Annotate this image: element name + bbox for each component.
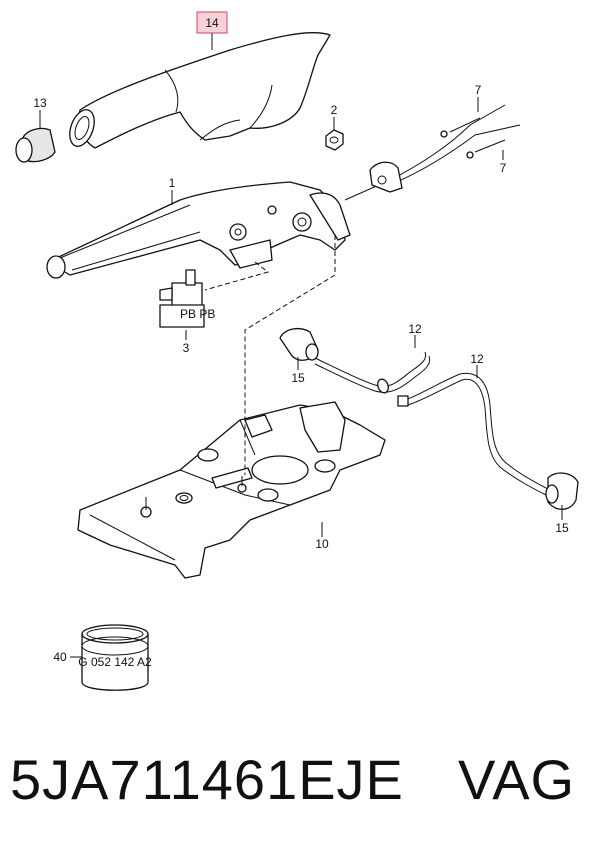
brand-text: VAG [458, 748, 576, 811]
callout-13: 13 [33, 96, 47, 110]
part-40-ring: G 052 142 A2 [78, 624, 152, 691]
callout-7-top: 7 [475, 83, 482, 97]
callout-15-right: 15 [555, 521, 569, 535]
callout-3: 3 [183, 341, 190, 355]
assembly-dashed-lines [204, 235, 336, 475]
switch-label-text: PB PB [180, 307, 215, 321]
part-2-nut [325, 129, 344, 151]
leader-lines [39, 33, 563, 658]
part-10-mounting-bracket [77, 401, 386, 579]
callout-12-right: 12 [470, 352, 484, 366]
callout-40: 40 [53, 650, 67, 664]
footer: 5JA711461EJE VAG [0, 735, 600, 825]
part-12-cable-left [314, 351, 431, 394]
part-13-end-cap [15, 127, 56, 163]
part-15-grommet-left [279, 327, 319, 361]
ring-label-text: G 052 142 A2 [78, 655, 152, 669]
part-7-cables [389, 104, 521, 185]
part-15-grommet-right [545, 472, 579, 510]
callout-2: 2 [331, 103, 338, 117]
callout-15-left: 15 [291, 371, 305, 385]
callout-12-left: 12 [408, 322, 422, 336]
parts-exploded-diagram: PB PB [15, 11, 579, 691]
highlight-box-14 [196, 11, 228, 34]
callout-1: 1 [169, 176, 176, 190]
callout-14: 14 [205, 16, 219, 30]
callout-10: 10 [315, 537, 329, 551]
callout-labels: 14 13 2 7 7 1 3 12 12 15 15 10 40 [33, 11, 569, 664]
part-number-text: 5JA711461EJE [10, 748, 404, 811]
part-1-handbrake-lever [46, 161, 403, 279]
part-14-grip-cover [69, 32, 331, 149]
callout-7-bottom: 7 [500, 161, 507, 175]
part-3-switch: PB PB [159, 269, 215, 328]
part-12-cable-right [397, 372, 551, 497]
